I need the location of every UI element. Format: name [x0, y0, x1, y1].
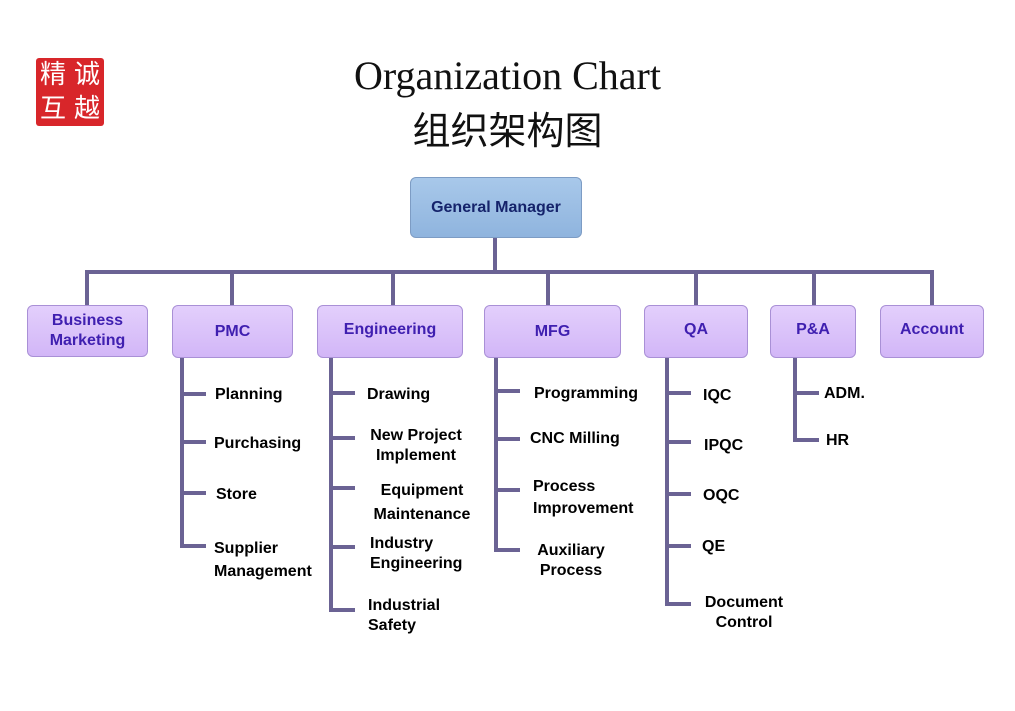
- root-connector: [493, 236, 497, 272]
- qa-tick-line: [665, 391, 691, 395]
- logo-char: 互: [39, 94, 66, 124]
- general-manager-box[interactable]: General Manager: [410, 177, 582, 238]
- engineering-item-equipment-maintenance: Equipment Maintenance: [373, 482, 471, 523]
- mfg-tick-line: [494, 488, 520, 492]
- pmc-item-store: Store: [216, 486, 257, 503]
- qa-item-oqc: OQC: [703, 487, 740, 504]
- engineering-tick-line: [329, 486, 355, 490]
- engineering-spine-line: [329, 356, 333, 612]
- dept-label: MFG: [534, 322, 571, 340]
- dept-business-marketing[interactable]: Business Marketing: [27, 305, 148, 357]
- pmc-tick-line: [180, 491, 206, 495]
- pa-item-adm: ADM.: [824, 385, 865, 402]
- logo-char: 越: [73, 94, 100, 124]
- qa-tick-line: [665, 544, 691, 548]
- engineering-item-industry-engineering: Industry Engineering: [370, 535, 463, 572]
- chart-title-chinese: 组织架构图: [412, 109, 603, 153]
- general-manager-label: General Manager: [431, 198, 561, 216]
- mfg-item-programming: Programming: [534, 385, 639, 402]
- dept-drop-line: [694, 270, 698, 306]
- company-logo: 精 诚 互 越: [36, 58, 104, 126]
- engineering-item-drawing: Drawing: [367, 386, 431, 403]
- qa-item-iqc: IQC: [703, 387, 732, 404]
- dept-label: PMC: [214, 322, 251, 340]
- pmc-tick-line: [180, 440, 206, 444]
- pmc-tick-line: [180, 544, 206, 548]
- dept-drop-line: [230, 270, 234, 306]
- pa-spine-line: [793, 356, 797, 442]
- dept-label: P&A: [796, 321, 830, 338]
- mfg-item-auxiliary-process: Auxiliary Process: [537, 542, 605, 579]
- mfg-spine-line: [494, 356, 498, 552]
- mfg-item-cnc-milling: CNC Milling: [530, 430, 620, 447]
- dept-drop-line: [546, 270, 550, 306]
- pmc-item-supplier-management: Supplier Management: [214, 540, 312, 580]
- dept-drop-line: [812, 270, 816, 306]
- qa-tick-line: [665, 440, 691, 444]
- dept-account[interactable]: Account: [880, 305, 984, 358]
- pa-item-hr: HR: [826, 432, 850, 449]
- dept-engineering[interactable]: Engineering: [317, 305, 463, 358]
- qa-item-ipqc: IPQC: [704, 437, 744, 454]
- dept-mfg[interactable]: MFG: [484, 305, 621, 358]
- engineering-item-industrial-safety: Industrial Safety: [368, 597, 441, 634]
- dept-qa[interactable]: QA: [644, 305, 748, 358]
- pmc-tick-line: [180, 392, 206, 396]
- dept-label: Business Marketing: [49, 312, 126, 349]
- qa-spine-line: [665, 356, 669, 606]
- pmc-item-planning: Planning: [215, 386, 283, 403]
- engineering-tick-line: [329, 436, 355, 440]
- chart-title: Organization Chart: [354, 53, 661, 98]
- dept-label: Engineering: [343, 321, 437, 338]
- mfg-tick-line: [494, 548, 520, 552]
- engineering-tick-line: [329, 545, 355, 549]
- mfg-tick-line: [494, 389, 520, 393]
- dept-pa[interactable]: P&A: [770, 305, 856, 358]
- mfg-item-process-improvement: Process Improvement: [533, 478, 634, 517]
- engineering-tick-line: [329, 608, 355, 612]
- pa-tick-line: [793, 438, 819, 442]
- dept-label: Account: [900, 321, 964, 338]
- qa-tick-line: [665, 492, 691, 496]
- pmc-spine-line: [180, 356, 184, 548]
- dept-label: QA: [684, 321, 708, 338]
- dept-drop-line: [391, 270, 395, 306]
- qa-item-document-control: Document Control: [704, 594, 784, 631]
- engineering-item-new-project: New Project Implement: [370, 427, 462, 464]
- dept-pmc[interactable]: PMC: [172, 305, 293, 358]
- engineering-tick-line: [329, 391, 355, 395]
- pmc-item-purchasing: Purchasing: [214, 435, 302, 452]
- pa-tick-line: [793, 391, 819, 395]
- dept-drop-line: [85, 270, 89, 306]
- logo-char: 诚: [73, 60, 100, 90]
- logo-char: 精: [39, 60, 66, 90]
- mfg-tick-line: [494, 437, 520, 441]
- qa-tick-line: [665, 602, 691, 606]
- department-bus-line: [85, 270, 934, 274]
- dept-drop-line: [930, 270, 934, 306]
- qa-item-qe: QE: [702, 538, 726, 555]
